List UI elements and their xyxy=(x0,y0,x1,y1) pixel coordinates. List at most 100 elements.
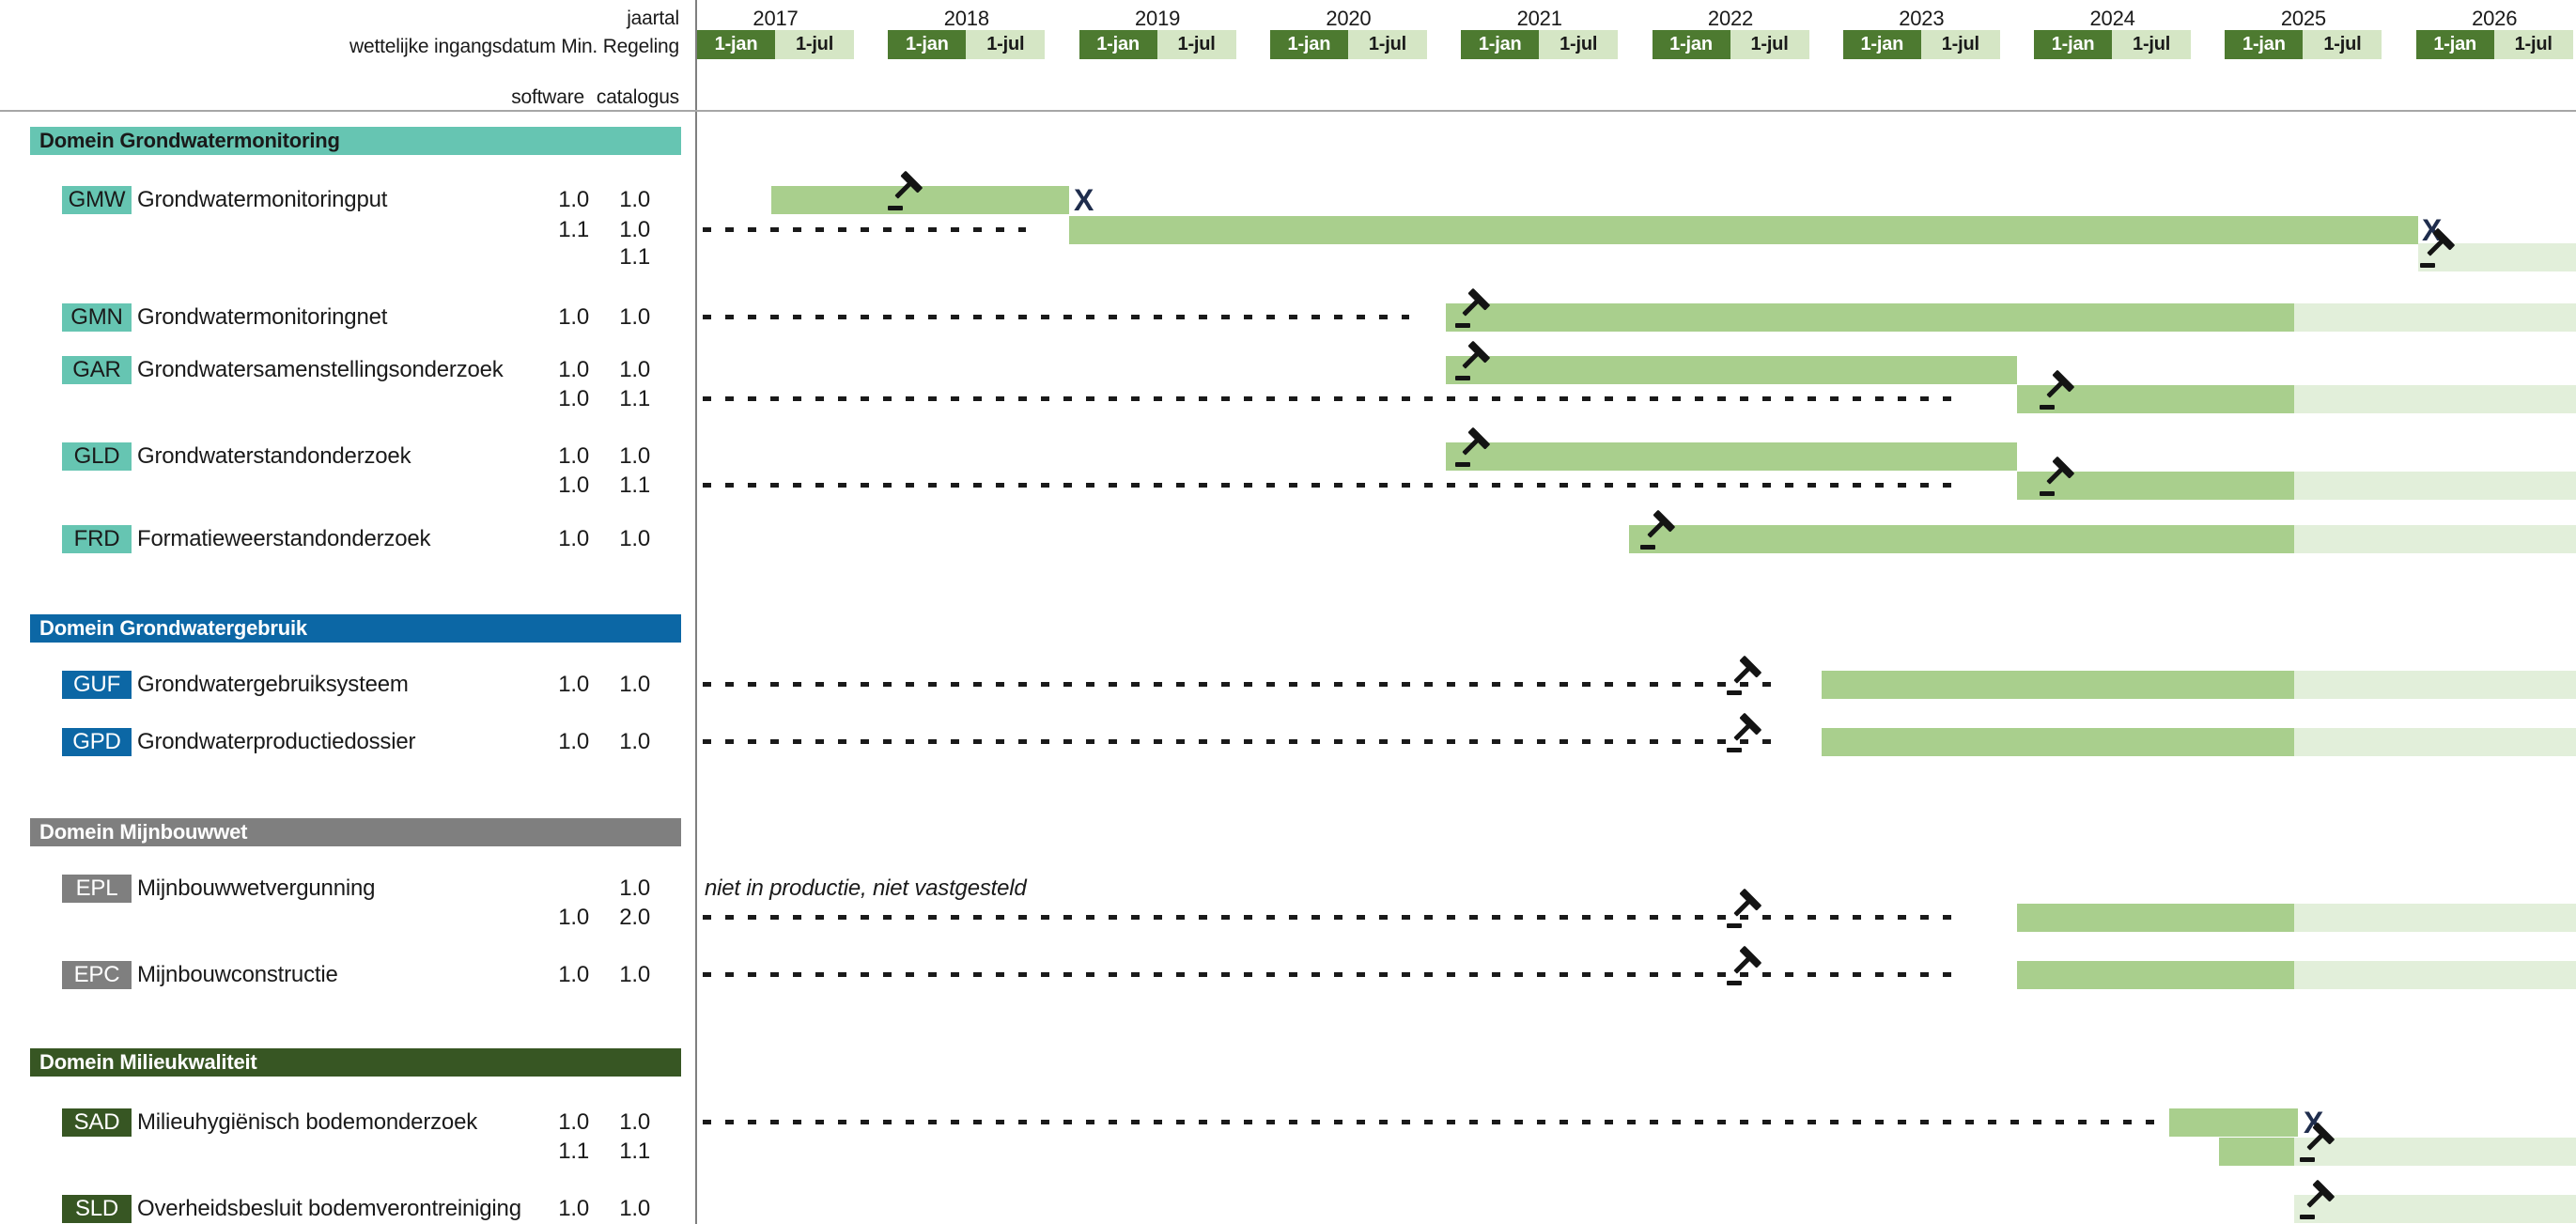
catalogus-version: 1.0 xyxy=(619,875,650,901)
timeline-dashed-line xyxy=(703,396,1958,401)
timeline-bar-light xyxy=(2294,472,2576,500)
domain-header-domein-grondwatermonitoring: Domein Grondwatermonitoring xyxy=(30,127,681,155)
timeline-bar-light xyxy=(2294,303,2576,332)
catalogus-version: 1.0 xyxy=(619,304,650,330)
software-version: 1.0 xyxy=(558,905,589,930)
timeline-bar-light xyxy=(2294,904,2576,932)
year-label-2019: 2019 xyxy=(1135,7,1181,30)
object-chip-epl: EPL xyxy=(62,875,132,903)
software-version: 1.0 xyxy=(558,672,589,697)
header-separator-line xyxy=(0,110,2576,112)
catalogus-version: 1.0 xyxy=(619,672,650,697)
software-version: 1.1 xyxy=(558,1139,589,1164)
object-title-sld: Overheidsbesluit bodemverontreiniging xyxy=(137,1196,521,1221)
timeline-bar-light xyxy=(2418,243,2576,271)
gavel-icon xyxy=(1455,425,1491,468)
jul-cell-2024: 1-jul xyxy=(2112,30,2192,59)
x-end-marker: X xyxy=(1074,183,1094,217)
year-label-2025: 2025 xyxy=(2280,7,2326,30)
year-label-2021: 2021 xyxy=(1516,7,1562,30)
catalogus-version: 1.0 xyxy=(619,217,650,242)
not-in-production-note: niet in productie, niet vastgesteld xyxy=(705,875,1027,901)
gavel-icon xyxy=(1640,507,1676,550)
gavel-icon xyxy=(1455,338,1491,381)
catalogus-version: 1.0 xyxy=(619,729,650,754)
year-label-2020: 2020 xyxy=(1326,7,1372,30)
catalogus-version: 1.1 xyxy=(619,386,650,411)
software-version: 1.0 xyxy=(558,1196,589,1221)
software-version: 1.0 xyxy=(558,187,589,212)
object-chip-gpd: GPD xyxy=(62,728,132,756)
timeline-bar-light xyxy=(2294,671,2576,699)
object-title-gpd: Grondwaterproductiedossier xyxy=(137,729,416,754)
timeline-dashed-line xyxy=(703,1120,2156,1124)
timeline-dashed-line xyxy=(703,972,1963,977)
object-chip-sad: SAD xyxy=(62,1108,132,1137)
year-label-2017: 2017 xyxy=(753,7,799,30)
jul-cell-2020: 1-jul xyxy=(1347,30,1427,59)
jul-cell-2025: 1-jul xyxy=(2303,30,2382,59)
timeline-bar-full xyxy=(2169,1108,2298,1137)
jan-cell-2026: 1-jan xyxy=(2415,30,2494,59)
timeline-bar-full xyxy=(2017,385,2294,413)
jan-cell-2017: 1-jan xyxy=(697,30,775,59)
domain-header-domein-grondwatergebruik: Domein Grondwatergebruik xyxy=(30,614,681,643)
catalogus-version: 1.0 xyxy=(619,443,650,469)
panel-divider-line xyxy=(695,0,697,1224)
timeline-bar-full xyxy=(1629,525,2294,553)
object-title-epl: Mijnbouwwetvergunning xyxy=(137,875,376,901)
catalogus-version: 1.1 xyxy=(619,244,650,270)
timeline-bar-full xyxy=(2017,904,2294,932)
object-title-epc: Mijnbouwconstructie xyxy=(137,962,338,987)
header-wettelijke-ingangsdatum-label: wettelijke ingangsdatum Min. Regeling xyxy=(349,36,679,57)
jan-cell-2021: 1-jan xyxy=(1461,30,1540,59)
catalogus-version: 2.0 xyxy=(619,905,650,930)
header-jaartal-label: jaartal xyxy=(627,8,679,29)
timeline-bar-light xyxy=(2294,525,2576,553)
timeline-dashed-line xyxy=(703,739,1771,744)
timeline-dashed-line xyxy=(703,315,1409,319)
object-title-guf: Grondwatergebruiksysteem xyxy=(137,672,409,697)
year-label-2023: 2023 xyxy=(1899,7,1945,30)
jul-cell-2026: 1-jul xyxy=(2493,30,2573,59)
year-label-2024: 2024 xyxy=(2089,7,2135,30)
software-version: 1.1 xyxy=(558,217,589,242)
timeline-bar-full xyxy=(771,186,1069,214)
jan-cell-2022: 1-jan xyxy=(1652,30,1730,59)
object-chip-epc: EPC xyxy=(62,961,132,989)
timeline-dashed-line xyxy=(703,227,1026,232)
catalogus-version: 1.0 xyxy=(619,187,650,212)
timeline-bar-full xyxy=(1822,728,2294,756)
object-title-gar: Grondwatersamenstellingsonderzoek xyxy=(137,357,504,382)
object-title-gmw: Grondwatermonitoringput xyxy=(137,187,388,212)
gavel-icon xyxy=(1727,710,1762,753)
catalogus-version: 1.1 xyxy=(619,473,650,498)
timeline-bar-light xyxy=(2294,1138,2576,1166)
object-chip-gmw: GMW xyxy=(62,186,132,214)
catalogus-version: 1.0 xyxy=(619,1196,650,1221)
column-header-catalogus: catalogus xyxy=(596,86,679,108)
software-version: 1.0 xyxy=(558,473,589,498)
software-version: 1.0 xyxy=(558,1109,589,1135)
jan-cell-2025: 1-jan xyxy=(2225,30,2304,59)
jul-cell-2021: 1-jul xyxy=(1539,30,1619,59)
timeline-bar-full xyxy=(2017,961,2294,989)
jul-cell-2018: 1-jul xyxy=(966,30,1046,59)
software-version: 1.0 xyxy=(558,962,589,987)
timeline-bar-light xyxy=(2294,961,2576,989)
jan-cell-2023: 1-jan xyxy=(1842,30,1921,59)
jul-cell-2017: 1-jul xyxy=(775,30,854,59)
gavel-icon xyxy=(1727,943,1762,986)
timeline-bar-full xyxy=(1446,442,2017,471)
timeline-bar-light xyxy=(2294,728,2576,756)
gavel-icon xyxy=(2040,454,2075,497)
jan-cell-2024: 1-jan xyxy=(2034,30,2113,59)
object-chip-gmn: GMN xyxy=(62,303,132,332)
timeline-bar-full xyxy=(2219,1138,2294,1166)
catalogus-version: 1.1 xyxy=(619,1139,650,1164)
domain-header-domein-milieukwaliteit: Domein Milieukwaliteit xyxy=(30,1048,681,1077)
jul-cell-2023: 1-jul xyxy=(1920,30,2000,59)
timeline-bar-light xyxy=(2294,1195,2576,1223)
object-chip-gld: GLD xyxy=(62,442,132,471)
